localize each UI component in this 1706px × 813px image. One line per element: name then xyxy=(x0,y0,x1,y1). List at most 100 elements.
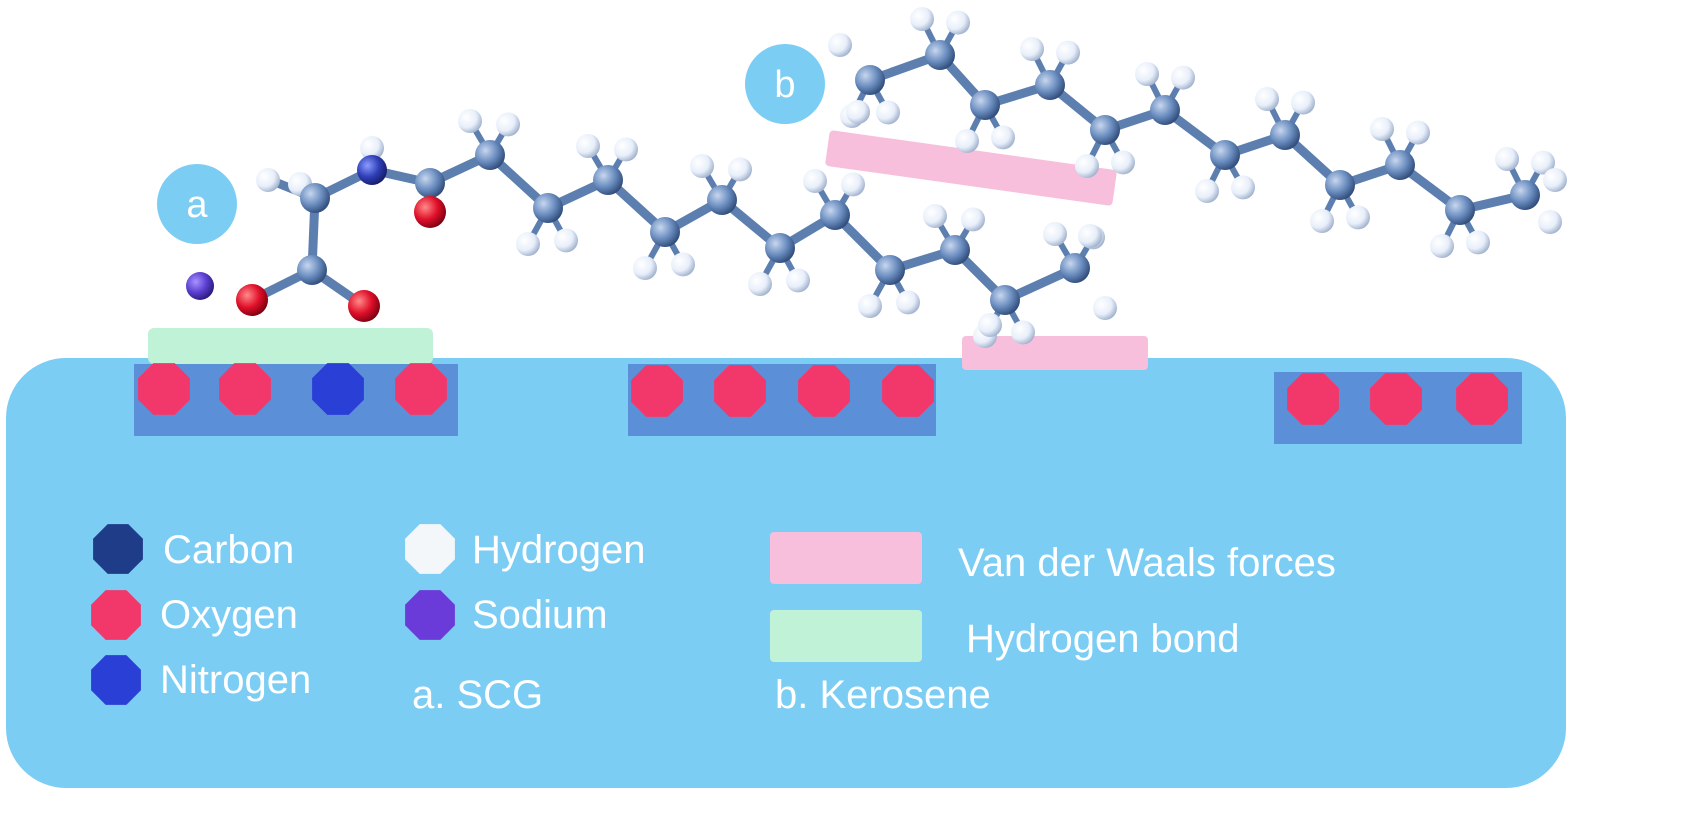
hydrogen-atom xyxy=(978,313,1002,337)
carbon-atom xyxy=(765,233,795,263)
hydrogen-atom xyxy=(554,228,578,253)
carbon-atom xyxy=(1325,170,1355,200)
hydrogen-atom xyxy=(1543,168,1567,192)
surface-atoms xyxy=(138,363,1508,425)
carbon-atom xyxy=(820,200,850,230)
legend-van-der-waals-swatch xyxy=(770,532,922,584)
hydrogen-atom xyxy=(256,168,280,192)
hydrogen-atom xyxy=(1310,209,1334,233)
hydrogen-atom xyxy=(1466,230,1490,255)
hydrogen-atom xyxy=(1346,205,1370,230)
hydrogen-atom xyxy=(846,100,870,124)
surface-atom-10 xyxy=(1370,373,1422,425)
hydrogen-bond-bar xyxy=(148,328,433,364)
carbon-atom xyxy=(593,165,623,195)
surface-atom-2 xyxy=(219,363,271,415)
hydrogen-atom xyxy=(516,232,540,256)
carbon-atom xyxy=(1035,70,1065,100)
hydrogen-atom xyxy=(1495,147,1519,171)
surface-atom-5 xyxy=(631,365,683,417)
legend-carbon-label: Carbon xyxy=(163,528,294,572)
sodium-atom xyxy=(186,272,214,300)
carbon-atom xyxy=(650,217,680,247)
legend-icons xyxy=(91,524,455,705)
carbon-atom xyxy=(925,40,955,70)
surface-atom-3 xyxy=(312,363,364,415)
carbon-atom xyxy=(707,185,737,215)
oxygen-atom xyxy=(348,290,380,322)
hydrogen-atom xyxy=(955,129,979,153)
hydrogen-atom xyxy=(614,137,638,162)
carbon-atom-icon xyxy=(93,524,143,574)
hydrogen-atom xyxy=(1078,224,1102,248)
hydrogen-atom-icon xyxy=(405,524,455,574)
nitrogen-atom-icon xyxy=(91,655,141,705)
hydrogen-atom xyxy=(1430,234,1454,258)
carbon-atom xyxy=(1270,120,1300,150)
molecule-atoms xyxy=(186,7,1567,348)
hydrogen-atom xyxy=(876,100,900,125)
hydrogen-atom xyxy=(1406,120,1430,145)
carbon-atom xyxy=(533,193,563,223)
carbon-atom xyxy=(855,65,885,95)
hydrogen-atom xyxy=(923,204,947,228)
legend-van-der-waals-label: Van der Waals forces xyxy=(958,541,1336,585)
hydrogen-atom xyxy=(748,272,772,296)
hydrogen-atom xyxy=(1370,117,1394,141)
hydrogen-atom xyxy=(841,172,865,197)
carbon-atom xyxy=(970,90,1000,120)
legend-sodium-label: Sodium xyxy=(472,593,608,637)
hydrogen-atom xyxy=(1531,150,1555,175)
van-der-waals-bar-lower xyxy=(962,336,1148,370)
hydrogen-atom xyxy=(1043,222,1067,246)
hydrogen-atom xyxy=(1020,37,1044,61)
carbon-atom xyxy=(415,168,445,198)
carbon-atom xyxy=(1510,180,1540,210)
sodium-atom-icon xyxy=(405,590,455,640)
badge-a-label: a xyxy=(186,184,208,226)
surface-atom-7 xyxy=(798,365,850,417)
nitrogen-atom xyxy=(357,155,387,185)
hydrogen-atom xyxy=(576,134,600,158)
legend-note-kerosene: b. Kerosene xyxy=(775,673,991,717)
hydrogen-atom xyxy=(690,154,714,178)
hydrogen-atom xyxy=(803,169,827,193)
hydrogen-atom xyxy=(458,109,482,133)
hydrogen-atom xyxy=(1135,62,1159,86)
hydrogen-atom xyxy=(1056,40,1080,65)
hydrogen-atom xyxy=(1195,179,1219,203)
legend-nitrogen-label: Nitrogen xyxy=(160,658,311,702)
surface-atom-8 xyxy=(882,365,934,417)
surface-atom-4 xyxy=(395,363,447,415)
surface-atom-1 xyxy=(138,363,190,415)
carbon-atom xyxy=(940,235,970,265)
carbon-atom xyxy=(300,183,330,213)
surface-atom-6 xyxy=(714,365,766,417)
van-der-waals-bar-upper xyxy=(825,130,1117,206)
hydrogen-atom xyxy=(786,268,810,293)
legend-note-scg: a. SCG xyxy=(412,673,543,717)
oxygen-atom xyxy=(236,284,268,316)
hydrogen-atom xyxy=(828,33,852,57)
carbon-atom xyxy=(1060,253,1090,283)
oxygen-atom-icon xyxy=(91,590,141,640)
legend-hydrogen-bond-swatch xyxy=(770,610,922,662)
hydrogen-atom xyxy=(991,125,1015,150)
surface-atom-9 xyxy=(1287,373,1339,425)
carbon-atom xyxy=(1385,150,1415,180)
badge-b-label: b xyxy=(774,64,795,106)
hydrogen-atom xyxy=(671,252,695,277)
carbon-atom xyxy=(297,255,327,285)
hydrogen-atom xyxy=(1111,150,1135,175)
hydrogen-atom xyxy=(910,7,934,31)
carbon-atom xyxy=(1210,140,1240,170)
oxygen-atom xyxy=(414,196,446,228)
hydrogen-atom xyxy=(1011,320,1035,345)
badge-b xyxy=(745,44,825,124)
carbon-atom xyxy=(875,255,905,285)
hydrogen-atom xyxy=(896,290,920,315)
hydrogen-atom xyxy=(858,294,882,318)
hydrogen-atom xyxy=(1255,87,1279,111)
hydrogen-atom xyxy=(360,136,384,160)
